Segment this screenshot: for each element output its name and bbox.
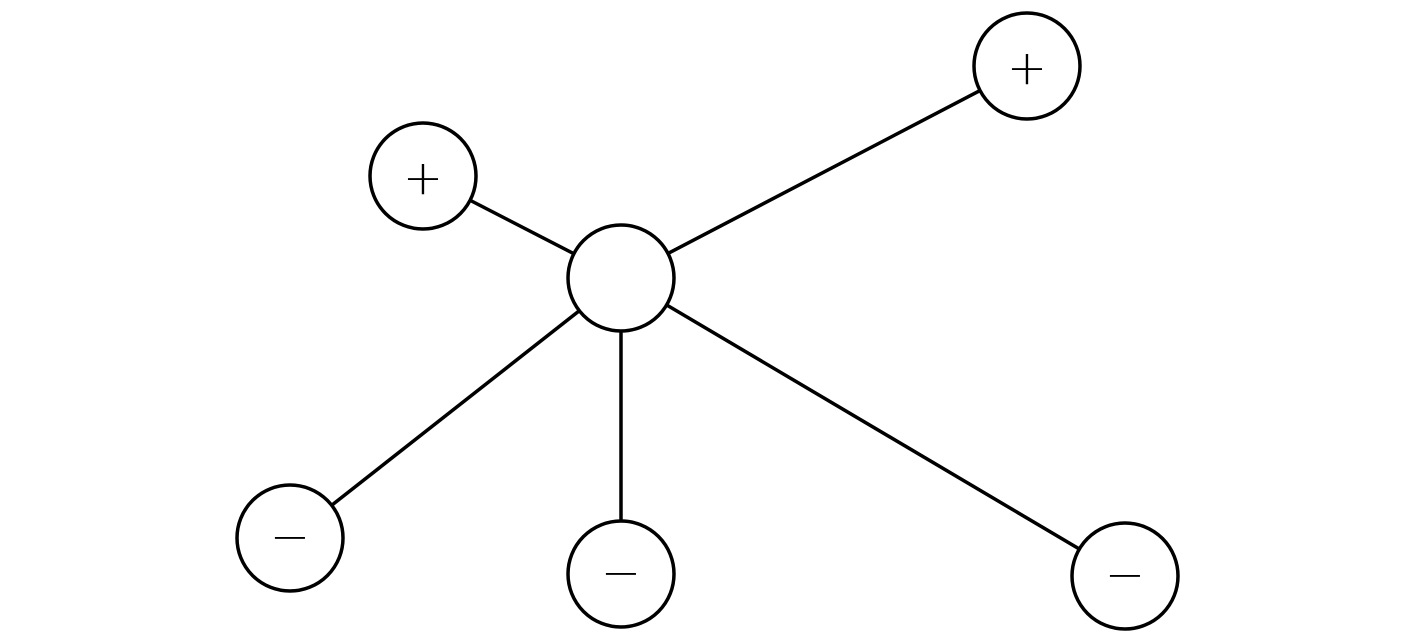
edge-center-to-minus-right: [620, 276, 1126, 578]
node-minus-middle-label: −: [601, 545, 641, 601]
node-plus-right-label: +: [1007, 40, 1047, 96]
node-plus-left-label: +: [403, 150, 443, 206]
node-minus-middle: −: [566, 519, 676, 629]
node-plus-left: +: [368, 121, 478, 231]
node-minus-left-label: −: [270, 509, 310, 565]
center-node: [566, 223, 676, 333]
node-minus-right-label: −: [1105, 547, 1145, 603]
edge-center-to-plus-right: [620, 64, 1028, 280]
node-minus-left: −: [235, 483, 345, 593]
edge-center-to-minus-left: [288, 276, 623, 540]
node-minus-right: −: [1070, 521, 1180, 631]
node-plus-right: +: [972, 11, 1082, 121]
